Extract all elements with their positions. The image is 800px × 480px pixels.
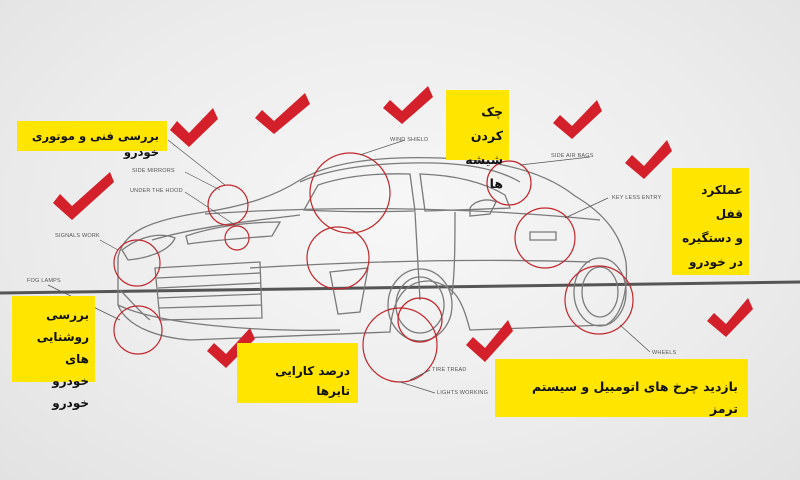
label-under-hood: UNDER THE HOOD — [130, 188, 183, 194]
check-mark-icon — [207, 328, 255, 368]
label-tire-tread: TIRE TREAD — [432, 367, 467, 373]
check-mark-icon — [707, 298, 753, 337]
callout-airbags — [486, 160, 532, 206]
callout-keyless — [514, 207, 576, 269]
check-mark-icon — [625, 140, 672, 179]
callout-fog-lamps — [113, 305, 163, 355]
check-mark-icon — [53, 172, 114, 220]
label-wheels: WHEELS — [652, 350, 677, 356]
label-fog-lamps: FOG LAMPS — [27, 278, 61, 284]
callout-signals — [113, 239, 161, 287]
check-marks — [53, 86, 753, 368]
box-lock-handle: عملکرد قفل و دستگیره در خودرو — [672, 168, 749, 275]
callout-circles — [113, 152, 634, 383]
check-mark-icon — [170, 108, 218, 147]
label-key-less-entry: KEY LESS ENTRY — [612, 195, 662, 201]
callout-under-hood — [224, 225, 250, 251]
check-mark-icon — [383, 86, 433, 124]
box-lights: بررسی روشنایی های خودرو خودرو — [12, 296, 95, 410]
callout-hood-center — [306, 226, 370, 290]
check-mark-icon — [466, 320, 513, 362]
callout-tire-tread — [362, 307, 438, 383]
callout-wheel-rear — [564, 265, 634, 335]
box-glass-check: چک کردن شیشه ها — [446, 90, 509, 191]
label-wind-shield: WIND SHIELD — [390, 137, 429, 143]
callout-wheel-front — [397, 297, 443, 343]
label-side-air-bags: SIDE AIR BAGS — [551, 153, 594, 159]
label-side-mirrors: SIDE MIRRORS — [132, 168, 175, 174]
check-mark-icon — [255, 93, 310, 134]
box-technical-inspection: بررسی فنی و موتوری خودرو — [17, 121, 167, 159]
callout-side-mirrors — [207, 184, 249, 226]
label-signals-work: SIGNALS WORK — [55, 233, 100, 239]
box-tires: درصد کارایی تایرها — [237, 343, 358, 403]
road-line — [0, 280, 800, 295]
check-mark-icon — [553, 100, 602, 139]
box-wheels-brakes: بازدید چرخ های اتومبیل و سیستم ترمز — [495, 359, 748, 417]
car-outline — [117, 157, 628, 342]
label-lights-working: LIGHTS WORKING — [437, 390, 489, 396]
callout-windshield — [309, 152, 391, 234]
